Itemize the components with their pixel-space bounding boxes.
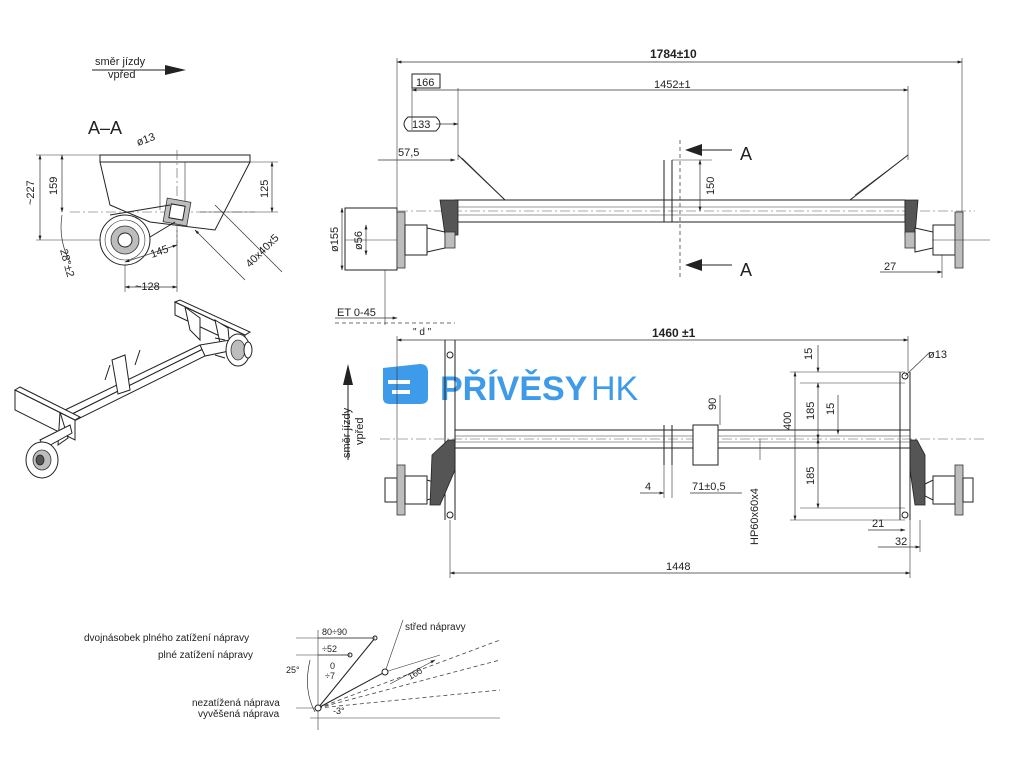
travel-direction-line1: směr jízdy xyxy=(95,56,146,68)
section-marker-arrow-icon xyxy=(685,144,702,156)
dim-1452: 1452±1 xyxy=(654,79,691,91)
dim-27: 27 xyxy=(884,261,896,273)
dim-80-90: 80÷90 xyxy=(322,627,347,637)
dim-angle-28: 28°±2 xyxy=(57,248,76,279)
dim-angle-25: 25° xyxy=(286,665,300,675)
travel-direction-line1-bottom: směr jízdy xyxy=(341,407,353,458)
box-133 xyxy=(403,116,441,132)
dim-hole-diameter: ø13 xyxy=(135,131,157,149)
brand-name-light: HK xyxy=(591,370,639,408)
isometric-view xyxy=(13,299,253,479)
label-suspended: vyvěšená náprava xyxy=(198,709,280,720)
section-marker-top: A xyxy=(740,144,752,164)
load-diagram: dvojnásobek plného zatížení nápravy plné… xyxy=(84,619,501,730)
dim-hub-diameter: ø56 xyxy=(353,231,365,250)
top-view: 1784±10 166 1452±1 133 57,5 150 A A xyxy=(329,47,990,338)
label-unloaded: nezatížená náprava xyxy=(192,698,280,709)
dim-square-tube: 40x40x5 xyxy=(244,232,282,270)
dim-145: 145 xyxy=(149,243,170,261)
dim-1448: 1448 xyxy=(666,561,690,573)
brake-drum-left xyxy=(344,207,398,271)
brand-name-bold: PŘÍVĚSY xyxy=(440,370,588,408)
dim-150: 150 xyxy=(705,177,717,195)
section-label: A–A xyxy=(88,118,122,138)
travel-direction-line2-bottom: vpřed xyxy=(354,417,366,445)
dim-185-top: 185 xyxy=(805,402,817,420)
dim-227: ~227 xyxy=(25,180,37,205)
dim-15-top: 15 xyxy=(803,348,815,360)
label-axle-center: střed nápravy xyxy=(405,622,466,633)
dim-hole-13: ø13 xyxy=(928,349,947,361)
dim-57-5: 57,5 xyxy=(398,147,419,159)
direction-arrow-icon-bottom xyxy=(343,364,353,385)
dim-185-bottom: 185 xyxy=(805,467,817,485)
travel-direction-line2: vpřed xyxy=(108,69,136,81)
dim-71: 71±0,5 xyxy=(692,481,726,493)
profile-label: HP60x60x4 xyxy=(749,488,761,545)
dim-90: 90 xyxy=(707,398,719,410)
dim-52: ÷52 xyxy=(322,644,337,654)
dim-400: 400 xyxy=(782,412,794,430)
dim-7: ÷7 xyxy=(325,671,335,681)
section-view-a-a: A–A ø13 ~227 159 125 28°±2 145 xyxy=(25,118,283,293)
dim-160: 160 xyxy=(406,666,424,682)
dim-drum-diameter: ø155 xyxy=(329,227,341,252)
dim-4: 4 xyxy=(645,481,651,493)
label-double-load: dvojnásobek plného zatížení nápravy xyxy=(84,633,249,644)
dim-125: 125 xyxy=(259,180,271,198)
dim-133: 133 xyxy=(412,119,430,131)
section-marker-bottom: A xyxy=(740,260,752,280)
dim-159: 159 xyxy=(48,177,60,195)
dim-166: 166 xyxy=(416,77,434,89)
dim-angle-neg3: -3° xyxy=(333,706,345,716)
travel-direction-top: směr jízdy vpřed xyxy=(92,56,186,81)
dim-32: 32 xyxy=(895,536,907,548)
dim-d: " d " xyxy=(413,327,432,338)
brand-watermark: PŘÍVĚSY HK xyxy=(383,364,639,408)
bottom-view: směr jízdy vpřed 1460 ±1 xyxy=(341,326,985,578)
dim-0: 0 xyxy=(330,661,335,671)
dim-128: ~128 xyxy=(135,281,160,293)
dim-15-mid: 15 xyxy=(825,403,837,415)
dim-21: 21 xyxy=(872,518,884,530)
direction-arrow-icon xyxy=(165,65,186,75)
dim-overall-length: 1784±10 xyxy=(650,47,697,61)
dim-1460: 1460 ±1 xyxy=(652,326,696,340)
dim-et: ET 0-45 xyxy=(337,307,376,319)
section-marker-arrow-icon-2 xyxy=(685,259,702,271)
label-full-load: plné zatížení nápravy xyxy=(158,650,253,661)
